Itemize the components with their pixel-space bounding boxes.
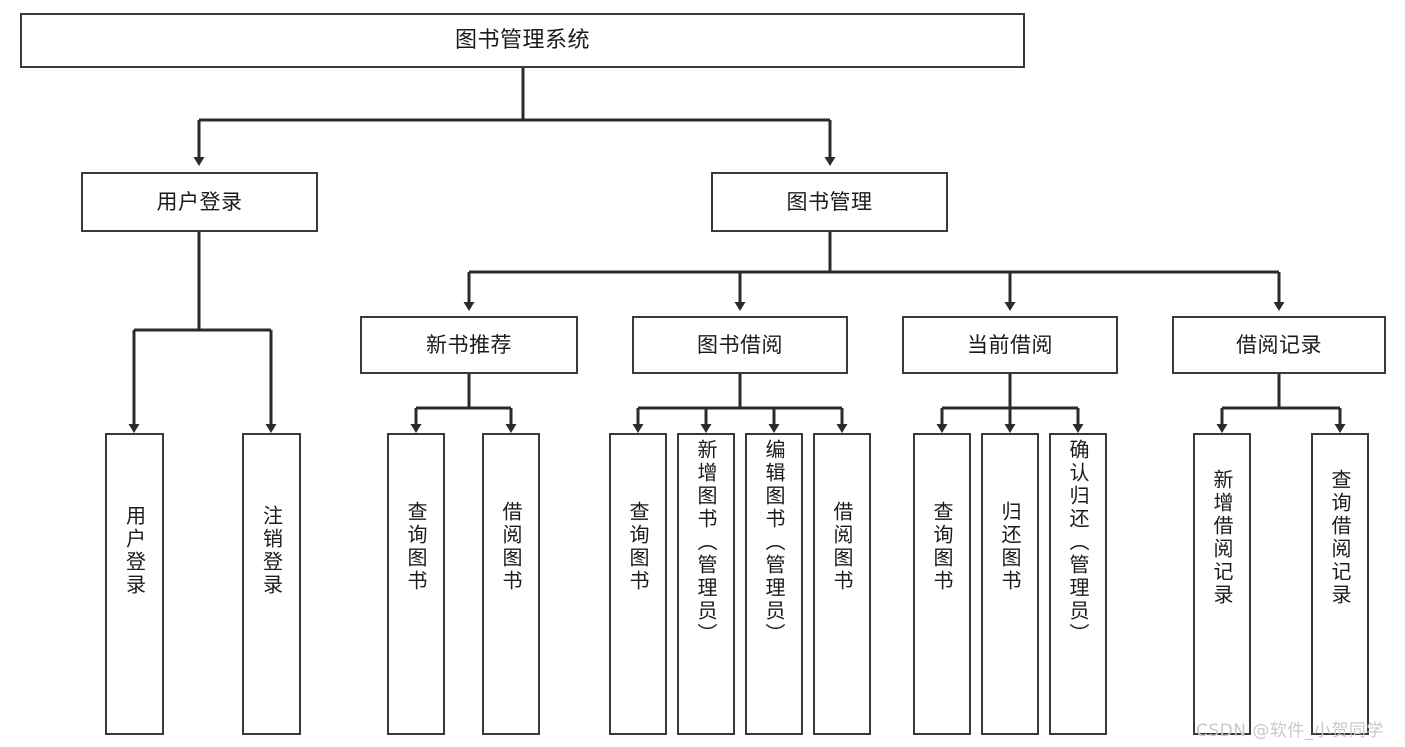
- node-borrow-record-label: 借阅记录: [1236, 332, 1322, 357]
- node-root[interactable]: 图书管理系统: [20, 13, 1025, 68]
- node-root-label: 图书管理系统: [454, 27, 590, 53]
- node-leaf-add-book[interactable]: 新增图书（管理员）: [677, 433, 735, 735]
- node-user-login-label: 用户登录: [156, 189, 243, 214]
- node-leaf-user-logout-label: 注销登录: [259, 505, 284, 597]
- node-leaf-edit-book-label: 编辑图书（管理员）: [762, 439, 786, 646]
- node-book-manage[interactable]: 图书管理: [711, 172, 948, 232]
- node-user-login[interactable]: 用户登录: [81, 172, 318, 232]
- node-new-book-recommend-label: 新书推荐: [426, 332, 512, 357]
- node-leaf-edit-book[interactable]: 编辑图书（管理员）: [745, 433, 803, 735]
- node-leaf-borrow-book-1-label: 借阅图书: [499, 501, 523, 593]
- node-leaf-confirm-return-label: 确认归还（管理员）: [1066, 439, 1090, 646]
- node-leaf-query-book-3-label: 查询图书: [930, 501, 954, 593]
- node-leaf-add-record[interactable]: 新增借阅记录: [1193, 433, 1251, 735]
- node-leaf-borrow-book-2-label: 借阅图书: [830, 501, 854, 593]
- node-new-book-recommend[interactable]: 新书推荐: [360, 316, 578, 374]
- csdn-watermark: CSDN @软件_小贺同学: [1196, 721, 1384, 741]
- node-leaf-confirm-return[interactable]: 确认归还（管理员）: [1049, 433, 1107, 735]
- node-leaf-return-book[interactable]: 归还图书: [981, 433, 1039, 735]
- node-leaf-query-book-1[interactable]: 查询图书: [387, 433, 445, 735]
- node-leaf-borrow-book-2[interactable]: 借阅图书: [813, 433, 871, 735]
- node-book-borrow-label: 图书借阅: [697, 332, 783, 357]
- node-leaf-return-book-label: 归还图书: [998, 501, 1022, 593]
- node-leaf-borrow-book-1[interactable]: 借阅图书: [482, 433, 540, 735]
- node-leaf-user-login-label: 用户登录: [122, 505, 147, 597]
- node-leaf-query-book-2[interactable]: 查询图书: [609, 433, 667, 735]
- node-book-borrow[interactable]: 图书借阅: [632, 316, 848, 374]
- node-leaf-add-record-label: 新增借阅记录: [1210, 469, 1234, 607]
- node-leaf-query-book-2-label: 查询图书: [626, 501, 650, 593]
- node-leaf-user-login[interactable]: 用户登录: [105, 433, 164, 735]
- node-leaf-query-record-label: 查询借阅记录: [1328, 469, 1352, 607]
- node-current-borrow[interactable]: 当前借阅: [902, 316, 1118, 374]
- node-leaf-user-logout[interactable]: 注销登录: [242, 433, 301, 735]
- node-leaf-query-record[interactable]: 查询借阅记录: [1311, 433, 1369, 735]
- node-leaf-add-book-label: 新增图书（管理员）: [694, 439, 718, 646]
- node-leaf-query-book-3[interactable]: 查询图书: [913, 433, 971, 735]
- node-book-manage-label: 图书管理: [786, 189, 873, 214]
- node-borrow-record[interactable]: 借阅记录: [1172, 316, 1386, 374]
- node-current-borrow-label: 当前借阅: [967, 332, 1053, 357]
- node-leaf-query-book-1-label: 查询图书: [404, 501, 428, 593]
